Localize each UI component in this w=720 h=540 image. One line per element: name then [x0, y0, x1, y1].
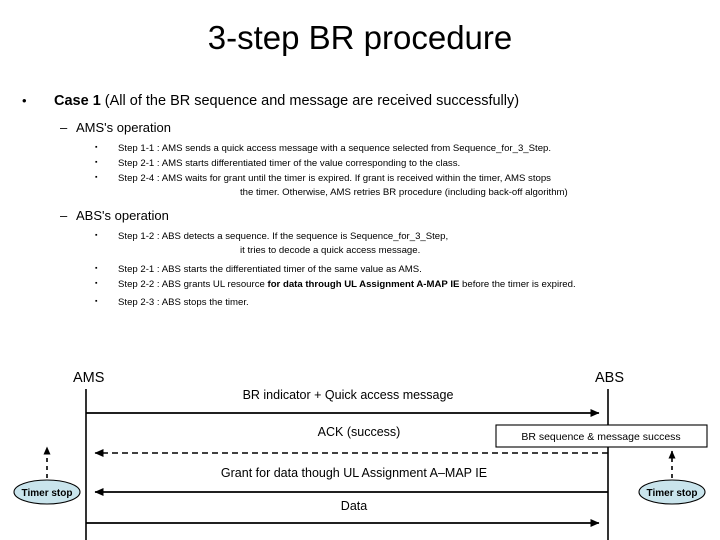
sequence-diagram: AMS ABS BR indicator + Quick access mess…: [0, 355, 720, 540]
step-continuation-text: the timer. Otherwise, AMS retries BR pro…: [240, 187, 568, 198]
step-item: ▪ Step 2-1 : AMS starts differentiated ti…: [95, 156, 460, 171]
section-heading-abs-label: ABS's operation: [76, 208, 169, 223]
step-item: ▪ Step 1-2 : ABS detects a sequence. If t…: [95, 229, 448, 244]
step-text: Step 2-4 : AMS waits for grant until the…: [118, 172, 551, 184]
square-marker-icon: ▪: [95, 298, 98, 305]
step-item: ▪ Step 1-1 : AMS sends a quick access mes…: [95, 141, 551, 156]
step-item: ▪ Step 2-2 : ABS grants UL resource for d…: [95, 277, 576, 292]
step-text: Step 2-1 : ABS starts the differentiated…: [118, 263, 422, 275]
timer-stop-label-abs: Timer stop: [647, 488, 698, 499]
case-description-text: (All of the BR sequence and message are …: [104, 93, 520, 109]
step-text: Step 1-2 : ABS detects a sequence. If th…: [118, 230, 449, 242]
square-marker-icon: ▪: [95, 265, 98, 272]
section-heading-abs: –ABS's operation: [60, 208, 169, 224]
dash-marker-icon: –: [60, 208, 68, 223]
timer-stop-ellipse-abs: [638, 479, 706, 505]
square-marker-icon: ▪: [95, 174, 98, 181]
step-continuation: it tries to decode a quick access messag…: [95, 244, 420, 259]
page-title: 3-step BR procedure: [207, 19, 513, 56]
step-item: ▪ Step 2-3 : ABS stops the timer.: [95, 295, 249, 310]
square-marker-icon: ▪: [95, 144, 98, 151]
section-heading-ams-label: AMS's operation: [76, 120, 171, 135]
actor-label-ams: AMS: [73, 370, 104, 386]
step-text: Step 1-1 : AMS sends a quick access mess…: [118, 142, 552, 154]
step-continuation-text: it tries to decode a quick access messag…: [240, 245, 421, 256]
case-bullet-line: • Case 1 (All of the BR sequence and mess…: [22, 92, 712, 110]
message-label-br-indicator: BR indicator + Quick access message: [243, 388, 454, 402]
step-text: Step 2-3 : ABS stops the timer.: [118, 296, 249, 308]
message-label-grant: Grant for data though UL Assignment A–MA…: [221, 466, 487, 480]
message-label-data: Data: [341, 499, 367, 513]
square-marker-icon: ▪: [95, 159, 98, 166]
actor-label-abs: ABS: [595, 370, 624, 386]
step-text: Step 2-1 : AMS starts differentiated tim…: [118, 157, 461, 169]
step-continuation: the timer. Otherwise, AMS retries BR pro…: [95, 186, 568, 201]
timer-stop-label-ams: Timer stop: [22, 488, 73, 499]
step-text-post: before the timer is expired.: [459, 278, 576, 290]
timer-stop-ellipse-ams: [13, 479, 81, 505]
bullet-marker-icon: •: [22, 93, 27, 108]
step-item: ▪ Step 2-1 : ABS starts the differentiate…: [95, 262, 422, 277]
message-label-ack: ACK (success): [318, 425, 401, 439]
section-heading-ams: –AMS's operation: [60, 120, 171, 136]
step-text-pre: Step 2-2 : ABS grants UL resource: [118, 278, 268, 290]
dash-marker-icon: –: [60, 120, 68, 135]
step-item: ▪ Step 2-4 : AMS waits for grant until th…: [95, 171, 551, 186]
step-text-bold: for data through UL Assignment A-MAP IE: [267, 278, 460, 290]
square-marker-icon: ▪: [95, 232, 98, 239]
case-label: Case 1: [54, 93, 101, 109]
note-box-br-success: [495, 424, 708, 448]
square-marker-icon: ▪: [95, 280, 98, 287]
note-box-label: BR sequence & message success: [521, 431, 680, 443]
